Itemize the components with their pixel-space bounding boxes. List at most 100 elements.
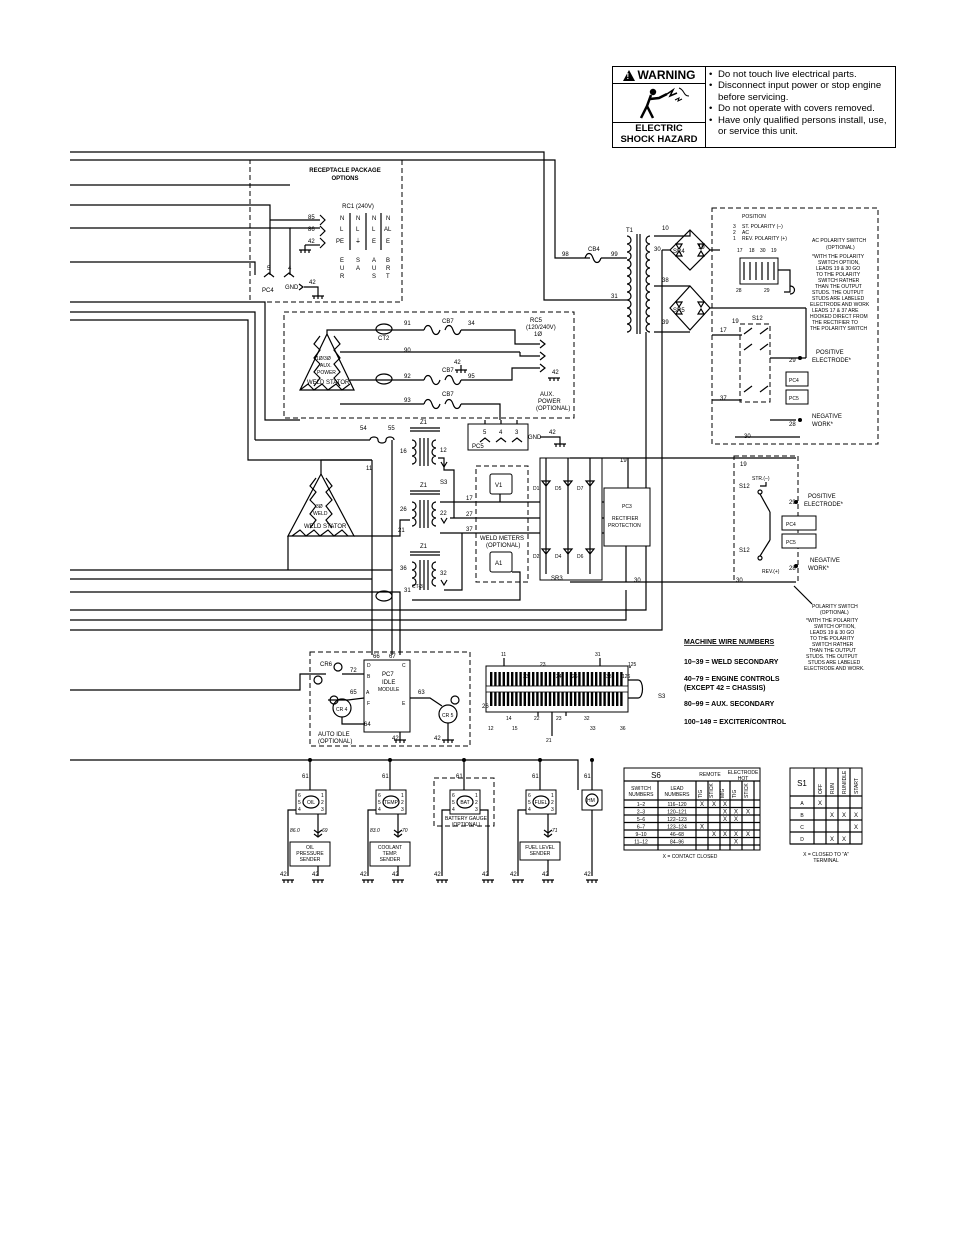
s6-switch-num: 1–2 [637, 802, 646, 808]
cr5-label: CR 5 [442, 713, 454, 719]
hazard-line-2: SHOCK HAZARD [620, 134, 698, 145]
s1-col: START [854, 778, 860, 794]
out-wire-30: 30 [736, 578, 743, 584]
s3-top-wire: 11 [501, 652, 506, 658]
out-note-line: SWITCH RATHER [812, 642, 854, 648]
aux-wire-42: 42 [454, 360, 461, 366]
rc-col2-l: L [356, 227, 360, 233]
weld-wire-32: 32 [440, 571, 447, 577]
t1-label: T1 [626, 228, 634, 234]
rc-foot2-s: S [356, 258, 360, 264]
t1-wire-30a: 30 [654, 247, 661, 253]
pc7-pin-a: A [366, 690, 370, 696]
s6-mark: X [746, 810, 750, 816]
gauge-pin: 2 [551, 800, 554, 806]
out-wire-28: 28 [789, 566, 796, 572]
s6-subcol: STICK [709, 783, 715, 798]
note-line: LEADS 19 & 30 GO [816, 266, 860, 272]
s6-col-switch: SWITCH [631, 786, 651, 792]
ac-polarity-switch-option: POSITION 3 ST. POLARITY (–) 2 AC 1 REV. … [711, 207, 879, 445]
pc5-pin-5: 5 [483, 430, 487, 436]
s6-mark: X [723, 810, 727, 816]
rc-col2-n: N [356, 216, 360, 222]
gauge-pin: 6 [528, 793, 531, 799]
note-line: TO THE POLARITY [816, 272, 861, 278]
pc7-pin-d: D [367, 663, 371, 669]
note-line: SWITCH RATHER [818, 278, 860, 284]
idle-wire-63: 64 [364, 722, 371, 728]
weld-wire-22: 22 [440, 511, 447, 517]
out-note-line: *WITH THE POLARITY [806, 618, 859, 624]
s3-label: S3 [440, 480, 448, 486]
s6-mark: X [700, 825, 704, 831]
s3-bottom-wire: 33 [590, 726, 596, 732]
t1-transformer: T1 98 CB4 99 31 10 30 38 39 SR4 19 SR5 [562, 226, 720, 585]
receptacle-title-2: OPTIONS [331, 176, 358, 182]
s3-left-wire: 26 [482, 704, 489, 710]
weld-meters-2: (OPTIONAL) [486, 543, 520, 549]
wire-numbers-line: (EXCEPT 42 = CHASSIS) [684, 685, 766, 692]
aux-wire-91: 91 [404, 321, 411, 327]
weld-meters-rectifier: V1 WELD METERS (OPTIONAL) A1 17 27 37 D1… [412, 457, 796, 601]
weld-wire-31: 31 [404, 588, 411, 594]
s6-mark: X [734, 832, 738, 838]
s1-mark: X [830, 813, 834, 819]
s6-lead-num: 120–121 [667, 810, 687, 816]
s1-row-label: C [800, 825, 804, 831]
diode-d5: D7 [577, 486, 584, 492]
rc-col3-e: E [372, 239, 376, 245]
s3-bottom-wire: 36 [620, 726, 626, 732]
svg-text:29: 29 [764, 288, 770, 294]
ac-pol-wire-37: 37 [720, 396, 727, 402]
s3-top-wire: 24 [556, 674, 562, 680]
auto-idle-label-2: (OPTIONAL) [318, 739, 352, 745]
incoming-wires [70, 151, 663, 790]
s1-mark: X [842, 837, 846, 843]
s1-mark: X [830, 837, 834, 843]
note-line: HOOKED DIRECT FROM [810, 314, 868, 320]
s6-mark: X [700, 802, 704, 808]
s3-range-switch: S3 26 11 23 23 24 26 31 33 126 125 12 14… [482, 652, 666, 744]
pc7-pin-b: B [367, 674, 371, 680]
out-negative: NEGATIVE [810, 558, 840, 564]
s1-row-label: A [800, 801, 804, 807]
idle-wire-67: 67 [389, 654, 396, 660]
aux-weld-stator: WELD STATOR [307, 380, 350, 386]
gauge-pin: 5 [378, 800, 381, 806]
ac-polarity-title-2: (OPTIONAL) [826, 245, 855, 251]
out-note-line: LEADS 19 & 30 GO [810, 630, 854, 636]
s6-subcol: TIG [698, 790, 704, 798]
gnd-wire: 42 [309, 280, 316, 286]
aux-stator-3: POWER [317, 370, 336, 376]
weld-meters-1: WELD METERS [480, 536, 524, 542]
out-positive: POSITIVE [808, 494, 836, 500]
rc5-label-1: RC5 [530, 318, 543, 324]
gnd-label: GND [285, 285, 299, 291]
pc4-pin-5: 5 [267, 266, 271, 272]
aux-wire-90: 90 [404, 348, 411, 354]
ground-wire: 42 [482, 872, 489, 878]
gauge-pin: 5 [298, 800, 301, 806]
gauge-wire: 61 [532, 774, 539, 780]
s3-bottom-wire: 32 [584, 716, 590, 722]
out-polarity-title-2: (OPTIONAL) [820, 610, 849, 616]
gauge-wire: 61 [382, 774, 389, 780]
aux-wire-92: 92 [404, 374, 411, 380]
s12-label: S12 [752, 316, 763, 322]
aux-wire-93: 93 [404, 398, 411, 404]
s3-switch-label: S3 [658, 694, 666, 700]
s3-top-wire: 33 [606, 674, 612, 680]
gauge-pin: 1 [551, 793, 554, 799]
pc3-label-3: PROTECTION [608, 523, 641, 529]
aux-label-3: (OPTIONAL) [536, 406, 570, 412]
z1-label-3: Z1 [420, 544, 428, 550]
wire-numbers-line: 100–149 = EXCITER/CONTROL [684, 719, 787, 726]
gauge-pin: 3 [475, 807, 478, 813]
pc3-label-2: RECTIFIER [612, 516, 639, 522]
out-work: WORK* [808, 566, 830, 572]
s6-electrode-hot: ELECTRODE [728, 770, 759, 776]
s3-top-wires: 11 23 23 24 26 31 33 126 125 [501, 652, 637, 680]
weld-wire-37: 37 [466, 527, 473, 533]
machine-wire-numbers: MACHINE WIRE NUMBERS 10–39 = WELD SECOND… [684, 639, 787, 726]
